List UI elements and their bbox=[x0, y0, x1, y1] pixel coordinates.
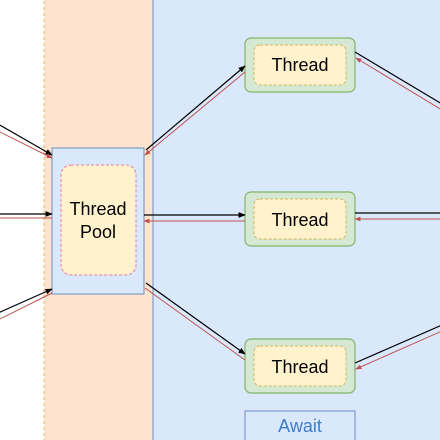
thread-pool-label-line1: Thread bbox=[69, 199, 126, 219]
thread-node[interactable]: Thread bbox=[244, 37, 356, 93]
await-box[interactable] bbox=[244, 410, 356, 440]
incoming-arrow-top-return bbox=[0, 131, 53, 159]
thread-box-inner bbox=[253, 44, 347, 86]
incoming-arrow-bottom bbox=[0, 288, 53, 313]
thread-label: Thread bbox=[271, 55, 328, 75]
outgoing-arrow-thread-1 bbox=[354, 51, 440, 104]
thread-node[interactable]: Thread bbox=[244, 338, 356, 394]
dispatch-arrow-thread-3 bbox=[145, 282, 246, 355]
thread-box-inner bbox=[253, 345, 347, 387]
dispatch-arrow-thread-1 bbox=[145, 65, 246, 151]
thread-pool-label-line2: Pool bbox=[80, 222, 116, 242]
return-arrow-thread-3 bbox=[144, 287, 246, 361]
incoming-arrow-bottom-return bbox=[0, 292, 53, 320]
outgoing-arrow-thread-3 bbox=[354, 325, 440, 364]
thread-label: Thread bbox=[271, 357, 328, 377]
return-arrow-thread-1 bbox=[144, 71, 246, 156]
incoming-arrow-top bbox=[0, 124, 53, 156]
thread-label: Thread bbox=[271, 210, 328, 230]
await-label: Await bbox=[278, 416, 322, 436]
incoming-return-thread-3 bbox=[355, 331, 440, 370]
incoming-return-thread-1 bbox=[355, 57, 440, 110]
thread-node[interactable]: Thread bbox=[244, 191, 356, 247]
thread-box-inner bbox=[253, 198, 347, 240]
thread-pool-inner bbox=[60, 164, 137, 276]
